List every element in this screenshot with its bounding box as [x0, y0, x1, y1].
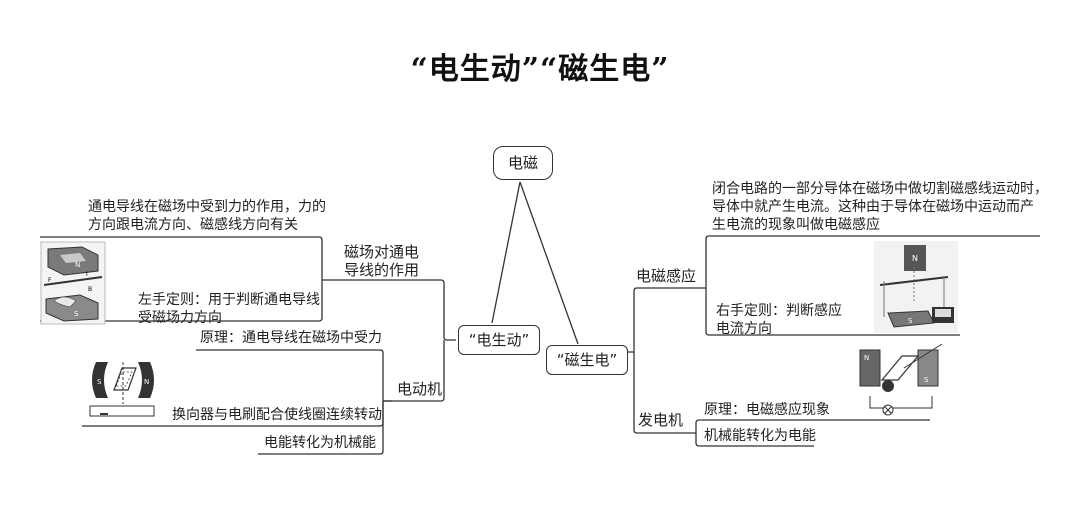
left-main-label: “电生动” — [468, 331, 530, 349]
generator-energy-text: 机械能转化为电能 — [704, 428, 816, 444]
root-node: 电磁 — [493, 146, 553, 180]
fig4-s-label: S — [924, 376, 929, 384]
motor-commutator-text: 换向器与电刷配合使线圈连续转动 — [172, 407, 382, 423]
fig3-n-label: N — [912, 254, 918, 263]
motor-principle-text: 原理：通电导线在磁场中受力 — [200, 330, 382, 346]
left-hand-rule-figure-icon: N F I B S — [40, 241, 106, 325]
generator-principle-text: 原理：电磁感应现象 — [704, 402, 830, 418]
branch-motor-label: 电动机 — [397, 380, 443, 398]
branch-generator-label: 发电机 — [638, 411, 684, 429]
right-main-node: “磁生电” — [546, 345, 628, 375]
branch-magnetic-force-label: 磁场对通电 导线的作用 — [344, 243, 420, 279]
fig1-n-label: N — [75, 261, 80, 269]
generator-figure-icon: N S — [859, 343, 943, 416]
fig3-s-label: S — [908, 317, 913, 325]
page-title: “电生动”“磁生电” — [410, 52, 670, 87]
right-hand-rule-text: 右手定则：判断感应 电流方向 — [716, 303, 842, 337]
root-label: 电磁 — [507, 154, 538, 172]
branch-induction-label: 电磁感应 — [636, 267, 697, 285]
left-hand-rule-text: 左手定则：用于判断通电导线 受磁场力方向 — [138, 292, 320, 326]
magnetic-force-description: 通电导线在磁场中受到力的作用，力的 方向跟电流方向、磁感线方向有关 — [88, 199, 326, 233]
dc-motor-figure-icon: S N — [89, 362, 155, 417]
fig1-s-label: S — [74, 310, 79, 318]
fig1-f-label: F — [48, 277, 52, 284]
fig1-i-label: I — [86, 271, 88, 278]
fig4-n-label: N — [864, 354, 869, 362]
fig2-n-label: N — [144, 378, 149, 386]
motor-energy-text: 电能转化为机械能 — [264, 435, 376, 451]
left-main-node: “电生动” — [458, 325, 540, 355]
fig2-s-label: S — [97, 378, 102, 386]
fig1-b-label: B — [88, 286, 92, 293]
induction-experiment-figure-icon: N S — [874, 241, 958, 333]
induction-definition-text: 闭合电路的一部分导体在磁场中做切割磁感线运动时， 导体中就产生电流。这种由于导体… — [712, 181, 1048, 233]
right-main-label: “磁生电” — [556, 351, 618, 369]
